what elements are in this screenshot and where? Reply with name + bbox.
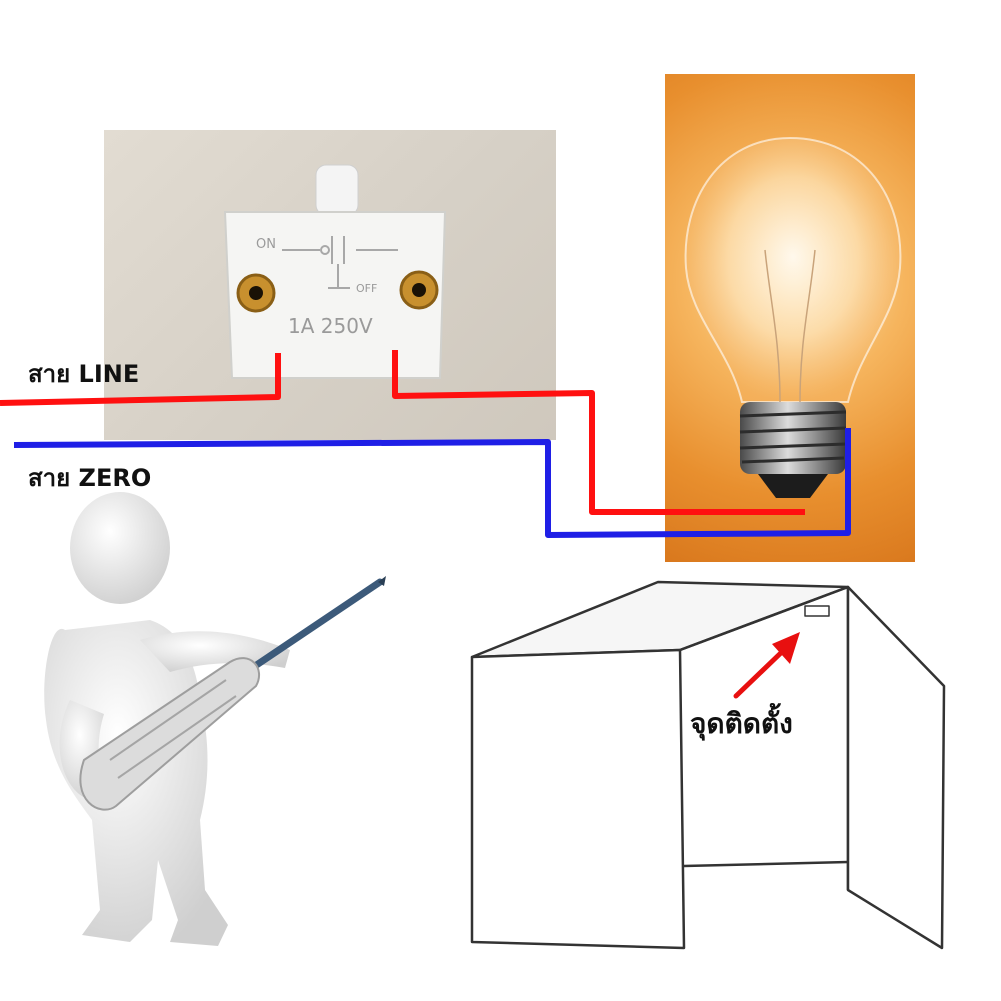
cabinet-switch-mount <box>804 605 830 617</box>
light-bulb-icon <box>684 136 902 498</box>
bulb-glass <box>684 136 902 403</box>
screwdriver-handle <box>79 657 261 811</box>
line-wire-label: สาย LINE <box>28 360 140 388</box>
switch-plunger <box>315 164 359 216</box>
cabinet-icon <box>470 580 946 950</box>
cabinet-front-panel <box>470 648 686 950</box>
switch-body <box>223 211 447 379</box>
wiring <box>0 350 851 538</box>
mount-point-label: จุดติดตั้ง <box>690 707 793 740</box>
switch-rating-text: 1A 250V <box>288 314 373 338</box>
cabinet-door <box>846 585 946 950</box>
person-head <box>70 492 170 604</box>
line-wire-to-bulb <box>392 350 805 515</box>
person-with-screwdriver-icon <box>44 492 386 946</box>
switch-schematic <box>282 236 398 289</box>
screwdriver-shaft <box>248 578 384 672</box>
cabinet-inner-shelf <box>683 860 849 868</box>
bulb-base <box>740 402 846 474</box>
switch-off-text: OFF <box>356 282 377 295</box>
push-button-switch-icon: ON OFF 1A 250V <box>223 164 447 379</box>
switch-on-text: ON <box>256 237 276 252</box>
bulb-tip <box>758 474 828 498</box>
zero-wire-label: สาย ZERO <box>28 464 152 492</box>
bulb-filament <box>764 249 816 403</box>
line-wire-in <box>0 353 281 406</box>
red-arrow-icon <box>733 632 800 699</box>
zero-wire <box>13 428 851 538</box>
